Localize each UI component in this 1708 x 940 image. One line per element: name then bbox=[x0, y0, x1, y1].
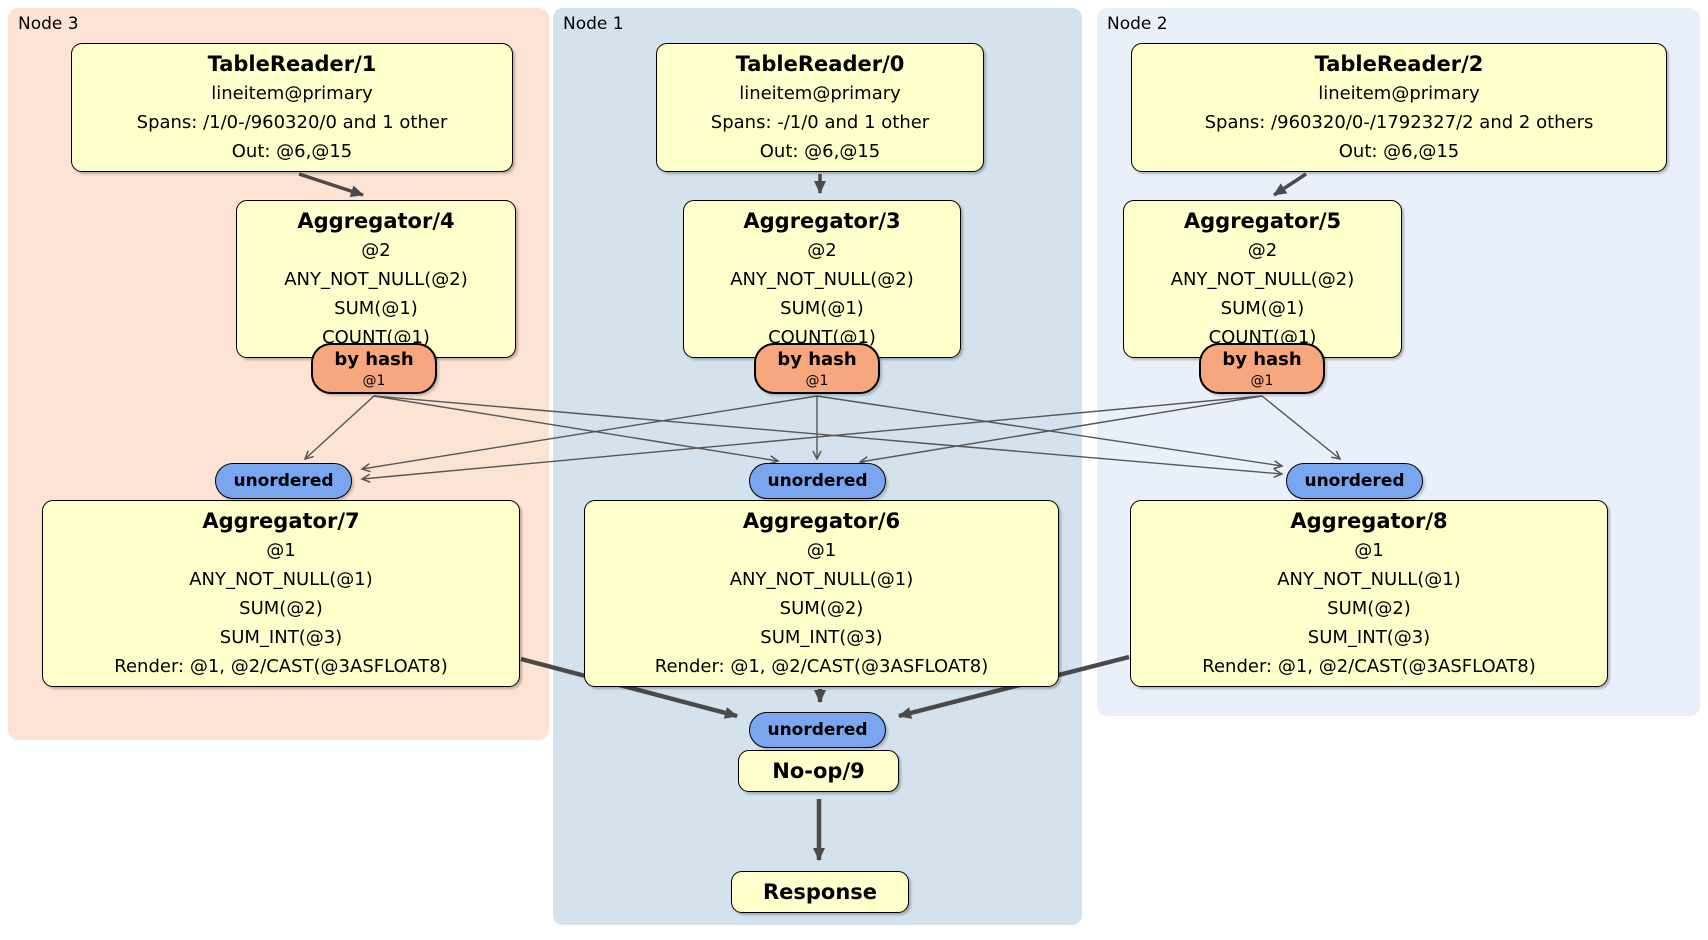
processor-line: @2 bbox=[807, 240, 837, 261]
edge-bh5-u6 bbox=[858, 395, 1263, 466]
processor-aggregator-6: Aggregator/6 @1 ANY_NOT_NULL(@1) SUM(@2)… bbox=[584, 500, 1059, 687]
region-label-node-3: Node 3 bbox=[18, 14, 79, 34]
processor-line: SUM(@1) bbox=[1220, 298, 1305, 319]
processor-line: ANY_NOT_NULL(@1) bbox=[1277, 569, 1461, 590]
processor-aggregator-5: Aggregator/5 @2 ANY_NOT_NULL(@2) SUM(@1)… bbox=[1123, 200, 1402, 358]
edge-bh5-u8 bbox=[1261, 395, 1342, 461]
edge-bh4-u8 bbox=[373, 395, 1284, 478]
processor-title: Aggregator/8 bbox=[1290, 509, 1448, 533]
processor-tablereader-2: TableReader/2 lineitem@primary Spans: /9… bbox=[1131, 43, 1667, 172]
processor-title: TableReader/0 bbox=[735, 52, 905, 76]
processor-line: SUM(@2) bbox=[239, 598, 323, 619]
processor-line: SUM(@1) bbox=[780, 298, 864, 319]
edge-bh4-u7 bbox=[303, 395, 375, 461]
router-label: by hash bbox=[777, 349, 857, 370]
router-label: by hash bbox=[1222, 349, 1302, 370]
processor-aggregator-8: Aggregator/8 @1 ANY_NOT_NULL(@1) SUM(@2)… bbox=[1130, 500, 1608, 687]
router-detail: @1 bbox=[805, 373, 829, 389]
processor-line: ANY_NOT_NULL(@1) bbox=[189, 569, 373, 590]
processor-line: ANY_NOT_NULL(@2) bbox=[730, 269, 914, 290]
processor-line: Render: @1, @2/CAST(@3ASFLOAT8) bbox=[114, 656, 448, 677]
processor-title: TableReader/1 bbox=[207, 52, 377, 76]
sync-unordered-final: unordered bbox=[749, 712, 886, 748]
edge-bh5-u7 bbox=[360, 395, 1263, 483]
processor-title: Aggregator/4 bbox=[297, 209, 455, 233]
processor-line: Render: @1, @2/CAST(@3ASFLOAT8) bbox=[1202, 656, 1536, 677]
processor-line: ANY_NOT_NULL(@2) bbox=[1170, 269, 1355, 290]
region-label-node-1: Node 1 bbox=[563, 14, 624, 34]
processor-line: COUNT(@1) bbox=[768, 327, 876, 348]
processor-line: Render: @1, @2/CAST(@3ASFLOAT8) bbox=[654, 656, 989, 677]
processor-title: Aggregator/5 bbox=[1183, 209, 1342, 233]
edge-bh3-u7 bbox=[360, 395, 818, 473]
processor-line: COUNT(@1) bbox=[322, 327, 430, 348]
sync-unordered-left: unordered bbox=[215, 463, 352, 499]
processor-line: Out: @6,@15 bbox=[1338, 141, 1460, 162]
edge-tr2-agg5 bbox=[1273, 172, 1307, 197]
router-label: by hash bbox=[334, 349, 414, 370]
processor-tablereader-0: TableReader/0 lineitem@primary Spans: -/… bbox=[656, 43, 984, 172]
processor-line: Spans: -/1/0 and 1 other bbox=[710, 112, 930, 133]
processor-title: TableReader/2 bbox=[1314, 52, 1484, 76]
processor-aggregator-7: Aggregator/7 @1 ANY_NOT_NULL(@1) SUM(@2)… bbox=[42, 500, 520, 687]
processor-line: @1 bbox=[806, 540, 837, 561]
edge-agg7-final bbox=[520, 656, 738, 719]
processor-line: SUM(@1) bbox=[334, 298, 418, 319]
processor-line: Spans: /1/0-/960320/0 and 1 other bbox=[136, 112, 448, 133]
processor-aggregator-4: Aggregator/4 @2 ANY_NOT_NULL(@2) SUM(@1)… bbox=[236, 200, 516, 358]
processor-title: Response bbox=[762, 880, 878, 904]
processor-title: No-op/9 bbox=[772, 759, 865, 783]
router-detail: @1 bbox=[362, 373, 386, 389]
processor-line: COUNT(@1) bbox=[1208, 327, 1317, 348]
processor-line: lineitem@primary bbox=[211, 83, 373, 104]
processor-line: SUM(@2) bbox=[1327, 598, 1411, 619]
processor-tablereader-1: TableReader/1 lineitem@primary Spans: /1… bbox=[71, 43, 513, 172]
edge-bh4-u6 bbox=[373, 395, 780, 465]
processor-line: ANY_NOT_NULL(@1) bbox=[729, 569, 914, 590]
sync-unordered-right: unordered bbox=[1286, 463, 1423, 499]
processor-line: @2 bbox=[361, 240, 391, 261]
processor-line: lineitem@primary bbox=[739, 83, 901, 104]
processor-response: Response bbox=[731, 871, 909, 913]
router-by-hash-5: by hash @1 bbox=[1199, 343, 1325, 394]
processor-line: @2 bbox=[1247, 240, 1278, 261]
processor-line: ANY_NOT_NULL(@2) bbox=[284, 269, 468, 290]
router-by-hash-4: by hash @1 bbox=[311, 343, 437, 394]
processor-line: lineitem@primary bbox=[1318, 83, 1480, 104]
processor-line: SUM_INT(@3) bbox=[760, 627, 883, 648]
processor-line: SUM(@2) bbox=[779, 598, 864, 619]
processor-line: @1 bbox=[1354, 540, 1384, 561]
router-by-hash-3: by hash @1 bbox=[754, 343, 880, 394]
processor-title: Aggregator/7 bbox=[202, 509, 360, 533]
region-label-node-2: Node 2 bbox=[1107, 14, 1168, 34]
processor-title: Aggregator/6 bbox=[742, 509, 901, 533]
processor-line: Out: @6,@15 bbox=[759, 141, 881, 162]
processor-line: Spans: /960320/0-/1792327/2 and 2 others bbox=[1204, 112, 1594, 133]
router-detail: @1 bbox=[1250, 373, 1274, 389]
sync-unordered-center: unordered bbox=[749, 463, 886, 499]
processor-aggregator-3: Aggregator/3 @2 ANY_NOT_NULL(@2) SUM(@1)… bbox=[683, 200, 961, 358]
processor-line: @1 bbox=[266, 540, 296, 561]
processor-line: Out: @6,@15 bbox=[231, 141, 353, 162]
processor-title: Aggregator/3 bbox=[743, 209, 901, 233]
processor-noop-9: No-op/9 bbox=[738, 750, 899, 792]
edge-tr1-agg4 bbox=[298, 172, 364, 197]
processor-line: SUM_INT(@3) bbox=[219, 627, 343, 648]
processor-line: SUM_INT(@3) bbox=[1307, 627, 1431, 648]
